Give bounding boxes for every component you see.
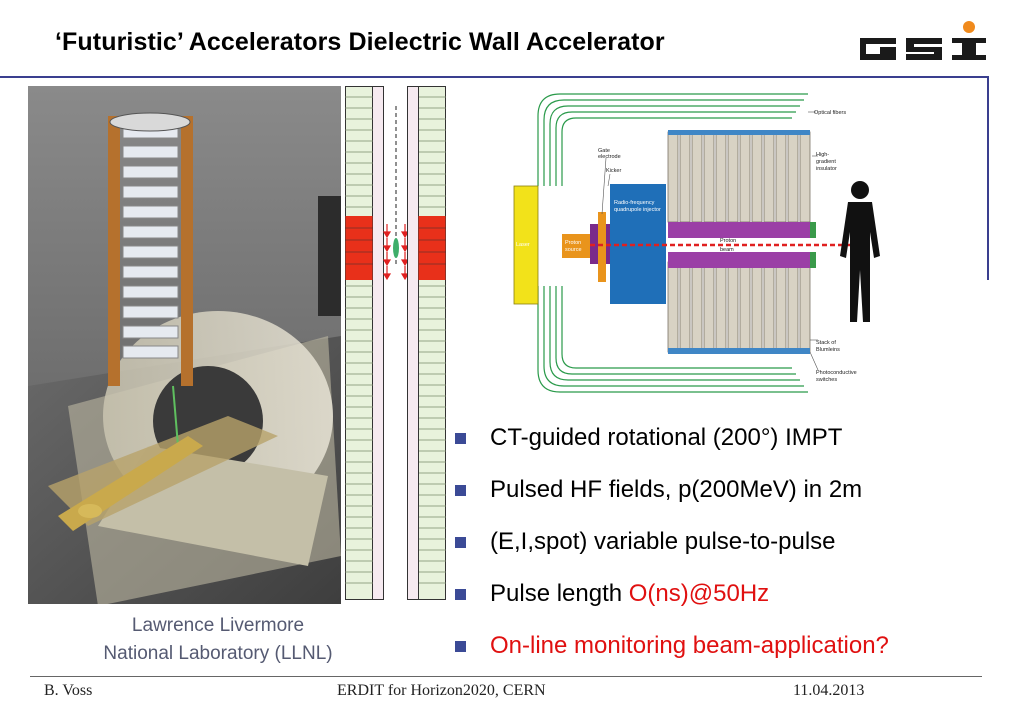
- bullet-item: On-line monitoring beam-application?: [455, 629, 1023, 681]
- dwa-column-right: [407, 86, 446, 600]
- bullet-item: Pulsed HF fields, p(200MeV) in 2m: [455, 473, 1023, 525]
- footer-rule: [30, 676, 982, 677]
- label-pcs-1: Photoconductive: [816, 370, 857, 376]
- label-laser: Laser: [516, 242, 530, 248]
- label-rfq-1: Radio-frequency: [614, 200, 655, 206]
- label-gate-electrode-1: Gate: [598, 148, 610, 154]
- bullet-square-icon: [455, 537, 466, 548]
- dwa-column-left: [345, 86, 384, 600]
- bullet-item: (E,I,spot) variable pulse-to-pulse: [455, 525, 1023, 577]
- footer-event: ERDIT for Horizon2020, CERN: [337, 682, 546, 699]
- caption-line-1: Lawrence Livermore: [131, 615, 305, 636]
- beam-axis: [383, 106, 409, 281]
- label-hgi-3: insulator: [816, 166, 837, 172]
- bullet-text: CT-guided rotational (200°) IMPT: [490, 424, 843, 451]
- header-rule-vertical: [987, 76, 989, 280]
- label-pcs-2: switches: [816, 377, 837, 383]
- footer-author: B. Voss: [44, 682, 93, 699]
- slide-title: ‘Futuristic’ Accelerators Dielectric Wal…: [55, 28, 665, 56]
- label-hgi-2: gradient: [816, 159, 836, 165]
- bullet-highlight: O(ns)@50Hz: [628, 580, 770, 607]
- label-rfq-2: quadrupole injector: [614, 207, 661, 213]
- bullet-text: Pulsed HF fields, p(200MeV) in 2m: [490, 476, 863, 503]
- bullet-item: Pulse length O(ns)@50Hz: [455, 577, 1023, 629]
- bullet-highlight: On-line monitoring beam-application?: [490, 632, 889, 659]
- bullet-item: CT-guided rotational (200°) IMPT: [455, 421, 1023, 473]
- dwa-accelerator-diagram: Optical fibers Gate electrode Kicker Hig…: [513, 93, 880, 393]
- bullet-square-icon: [455, 485, 466, 496]
- bullet-square-icon: [455, 433, 466, 444]
- label-proton-source-1: Proton: [565, 240, 581, 246]
- bullet-square-icon: [455, 641, 466, 652]
- label-blumleins-2: Blumleins: [816, 347, 840, 353]
- header-rule: [0, 76, 988, 78]
- label-proton-beam-1: Proton: [720, 238, 736, 244]
- caption-line-2: National Laboratory (LLNL): [103, 643, 333, 664]
- bullet-text: (E,I,spot) variable pulse-to-pulse: [490, 528, 836, 555]
- photo-caption: Lawrence Livermore National Laboratory (…: [60, 612, 376, 668]
- label-proton-beam-2: beam: [720, 247, 734, 253]
- bullet-square-icon: [455, 589, 466, 600]
- gsi-logo: [860, 21, 986, 60]
- bullet-list: CT-guided rotational (200°) IMPT Pulsed …: [455, 421, 1023, 681]
- dwa-rendering-image: [28, 86, 341, 604]
- label-hgi-1: High-: [816, 152, 829, 158]
- bullet-text: Pulse length: [490, 580, 629, 607]
- footer-date: 11.04.2013: [793, 682, 865, 699]
- label-proton-source-2: source: [565, 247, 582, 253]
- label-optical-fibers: Optical fibers: [814, 110, 846, 116]
- label-kicker: Kicker: [606, 168, 621, 174]
- label-gate-electrode-2: electrode: [598, 154, 621, 160]
- label-blumleins-1: Stack of: [816, 340, 836, 346]
